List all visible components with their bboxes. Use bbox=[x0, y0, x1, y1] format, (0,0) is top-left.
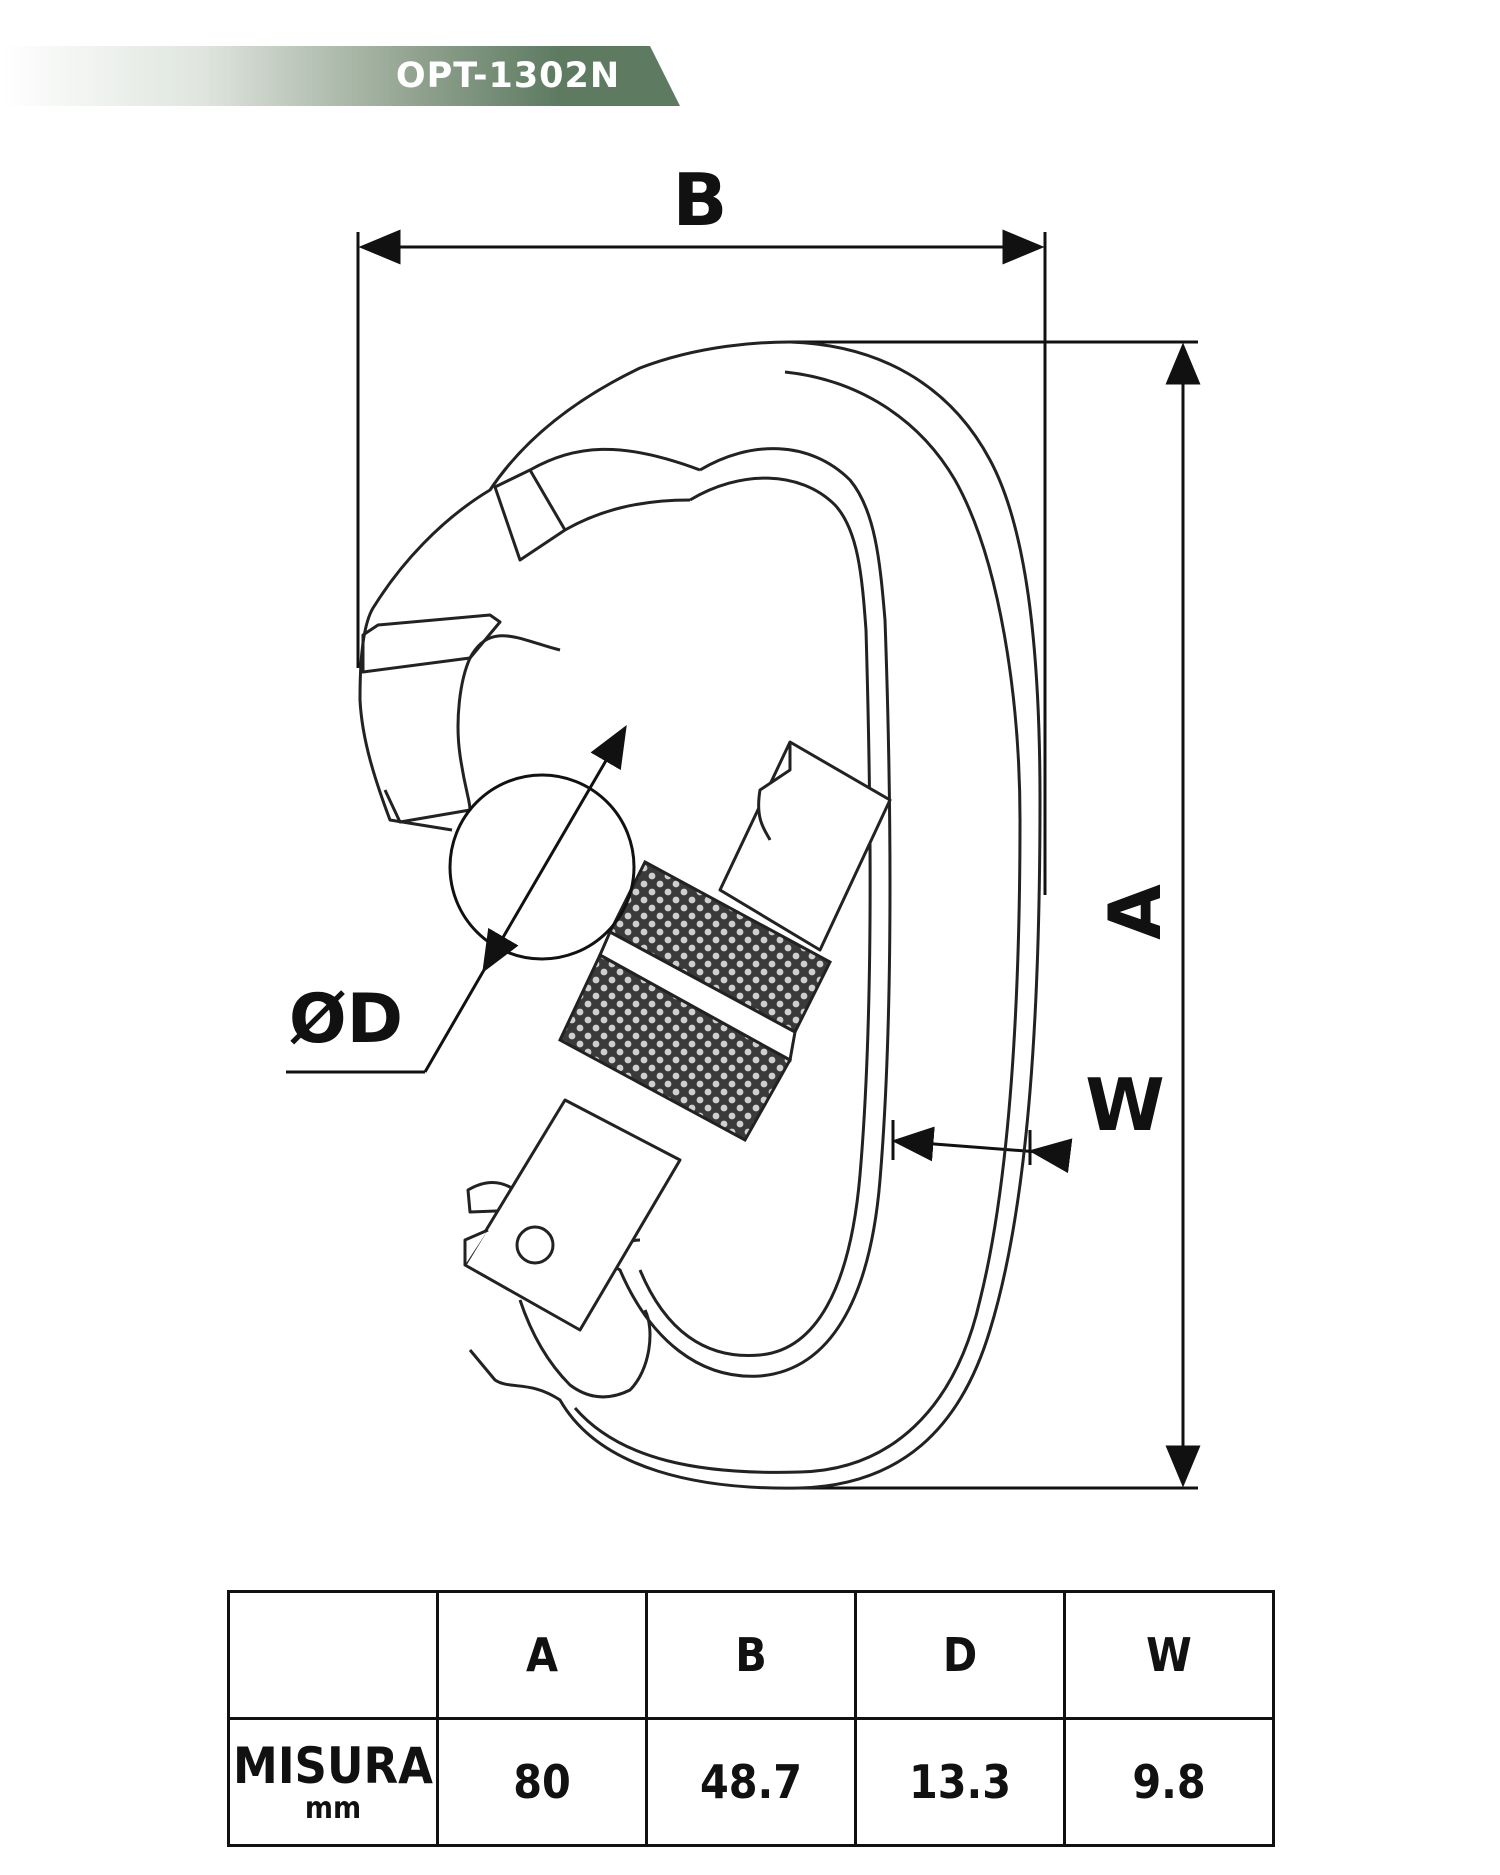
carabiner-body bbox=[358, 340, 1042, 1490]
carabiner-gate bbox=[463, 740, 892, 1332]
spec-row-label: MISURA mm bbox=[227, 1717, 439, 1847]
spec-header-b: B bbox=[645, 1590, 857, 1720]
spec-value-b: 48.7 bbox=[645, 1717, 857, 1847]
spec-header-d: D bbox=[854, 1590, 1066, 1720]
spec-table-row: MISURA mm 80 48.7 13.3 9.8 bbox=[227, 1717, 1275, 1847]
spec-header-empty bbox=[227, 1590, 439, 1720]
spec-header-w: W bbox=[1063, 1590, 1275, 1720]
model-code: OPT-1302N bbox=[395, 56, 621, 96]
dimension-d bbox=[286, 724, 636, 1074]
spec-value-a: 80 bbox=[436, 1717, 648, 1847]
model-banner bbox=[0, 46, 680, 106]
spec-value-w: 9.8 bbox=[1063, 1717, 1275, 1847]
dimension-w bbox=[891, 1120, 1073, 1174]
carabiner-diagram: B A W bbox=[286, 158, 1201, 1490]
dimension-a-label: A bbox=[1093, 884, 1177, 940]
dimension-d-label: ØD bbox=[289, 980, 403, 1059]
spec-row-unit: mm bbox=[304, 1791, 362, 1826]
spec-table: A B D W MISURA mm 80 48.7 13.3 9.8 bbox=[227, 1590, 1275, 1847]
dimension-b bbox=[356, 229, 1047, 895]
spec-value-d: 13.3 bbox=[854, 1717, 1066, 1847]
spec-row-title: MISURA bbox=[233, 1737, 433, 1795]
spec-table-header-row: A B D W bbox=[227, 1590, 1275, 1720]
dimension-a bbox=[790, 340, 1201, 1490]
dimension-b-label: B bbox=[673, 158, 728, 242]
spec-header-a: A bbox=[436, 1590, 648, 1720]
dimension-w-label: W bbox=[1085, 1063, 1164, 1147]
